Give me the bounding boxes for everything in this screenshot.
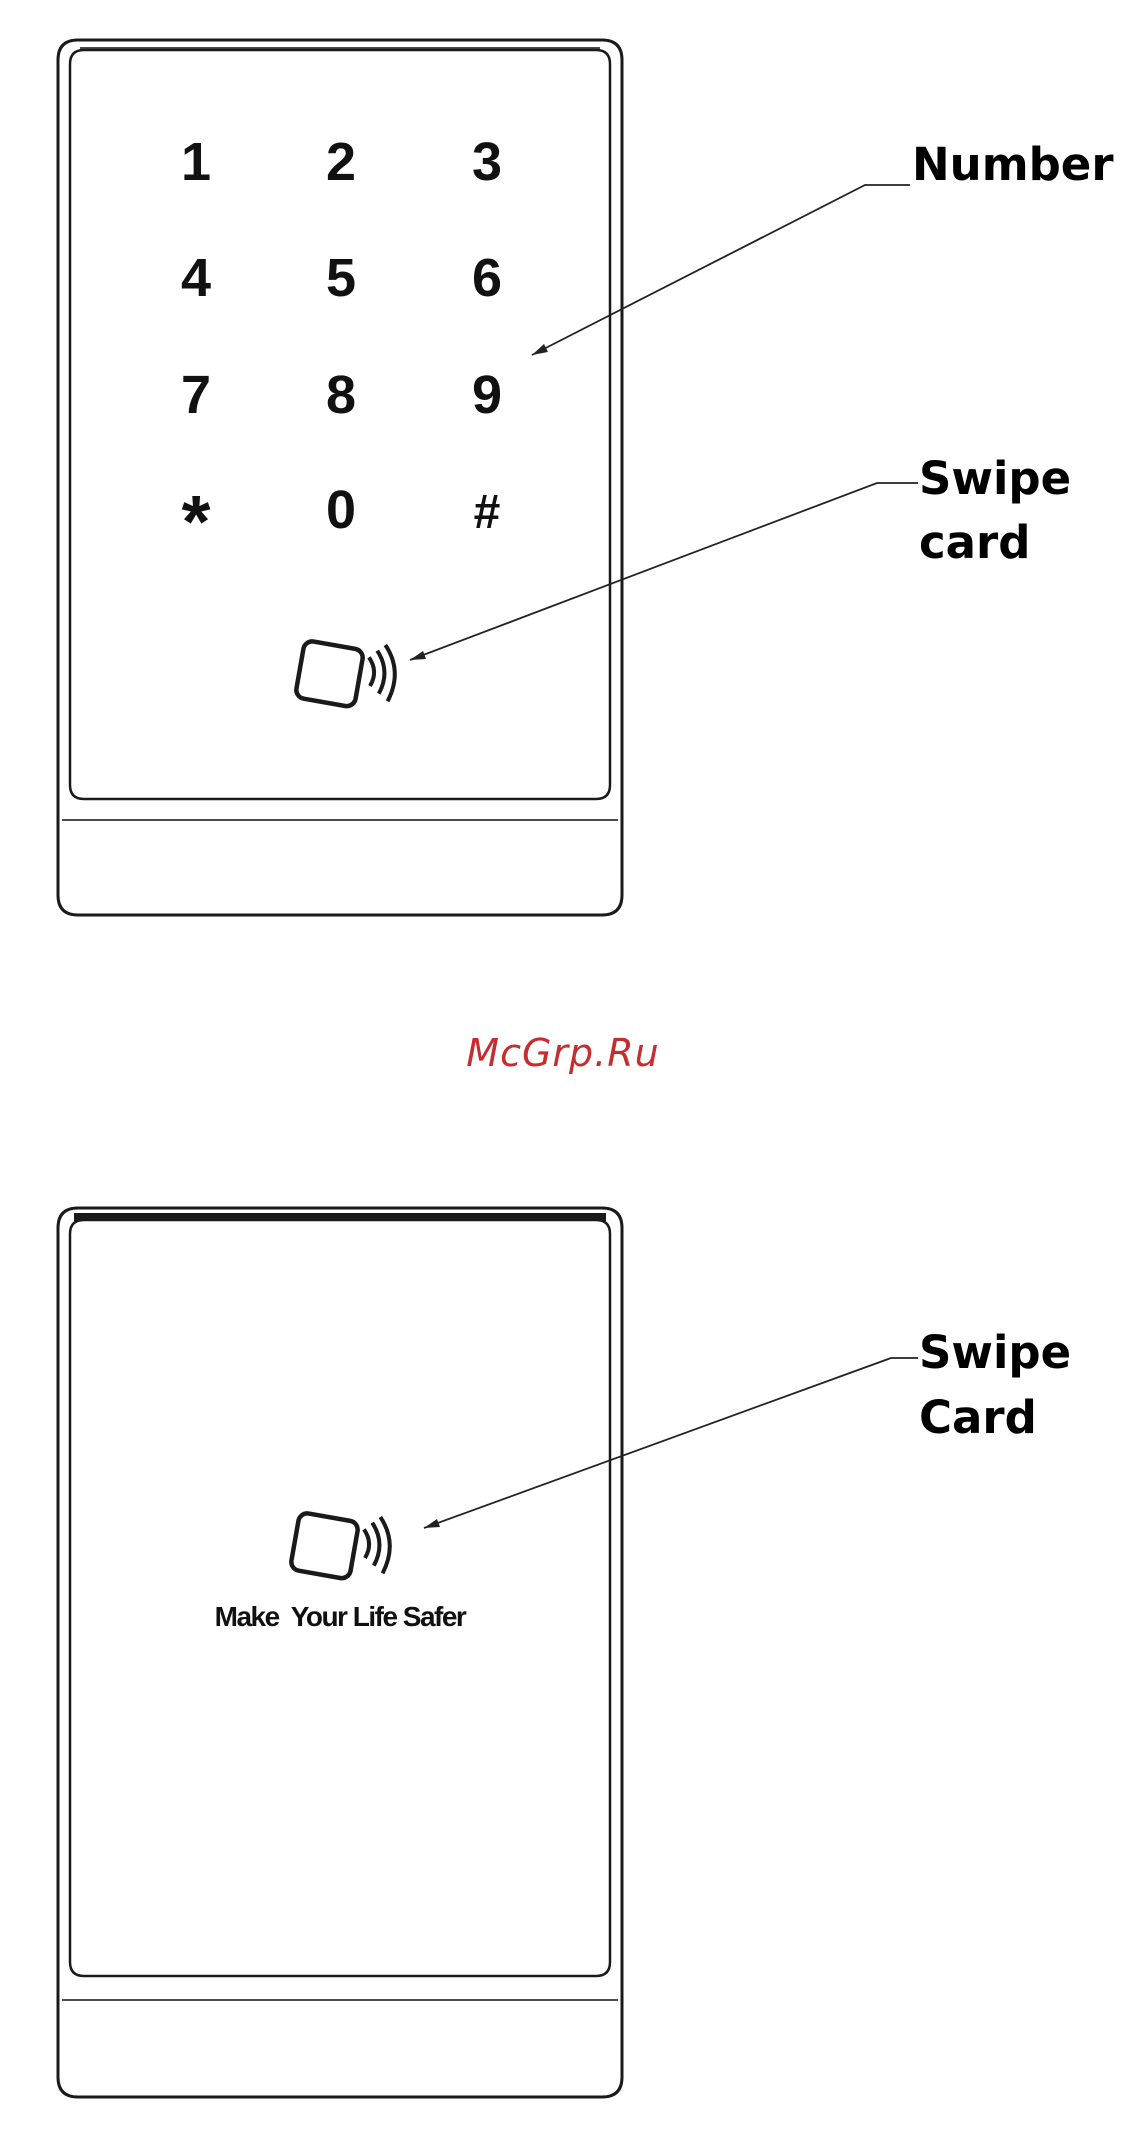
number-callout-label: Number bbox=[912, 138, 1114, 191]
key-7[interactable]: 7 bbox=[181, 365, 211, 425]
key-4[interactable]: 4 bbox=[181, 248, 211, 308]
key-hash[interactable]: # bbox=[474, 486, 501, 539]
slogan-text: Make Your Life Safer bbox=[215, 1601, 467, 1632]
swipe-card-callout-label-line2: Card bbox=[919, 1391, 1037, 1444]
key-6[interactable]: 6 bbox=[472, 248, 502, 308]
swipe-card-callout-label: Swipe bbox=[919, 452, 1071, 505]
key-star[interactable]: * bbox=[182, 480, 211, 563]
key-1[interactable]: 1 bbox=[181, 132, 211, 192]
key-0[interactable]: 0 bbox=[326, 480, 356, 540]
keypad-reader-device: 1 2 3 4 5 6 7 8 9 * 0 # Number Swipe car… bbox=[58, 40, 1114, 915]
key-5[interactable]: 5 bbox=[326, 248, 356, 308]
key-8[interactable]: 8 bbox=[326, 365, 356, 425]
card-device-housing bbox=[58, 1208, 622, 2097]
swipe-card-callout-label-line2: card bbox=[919, 516, 1030, 569]
key-9[interactable]: 9 bbox=[472, 365, 502, 425]
key-3[interactable]: 3 bbox=[472, 132, 502, 192]
swipe-card-callout-label: Swipe bbox=[919, 1326, 1071, 1379]
watermark: McGrp.Ru bbox=[466, 1031, 659, 1075]
card-reader-device: Make Your Life Safer Swipe Card bbox=[58, 1208, 1071, 2097]
key-2[interactable]: 2 bbox=[326, 132, 356, 192]
